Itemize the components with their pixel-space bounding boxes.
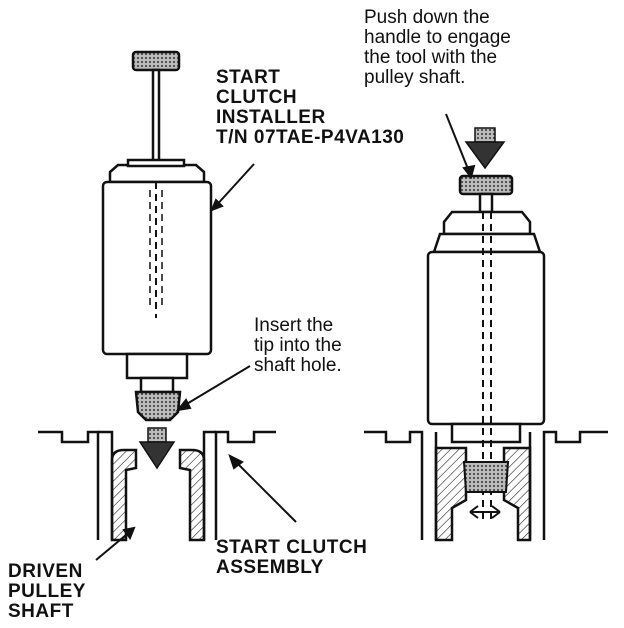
push-instruction-label: Push down the handle to engage the tool …	[364, 7, 511, 88]
tool-name-label: START CLUTCH INSTALLER T/N 07TAE-P4VA130	[216, 67, 405, 148]
leader-clutch-assembly	[231, 457, 297, 523]
right-push-arrow	[464, 127, 506, 170]
left-shaft-wall-right	[178, 448, 206, 542]
leader-driven-shaft	[95, 529, 133, 561]
right-shaft-wall-right	[502, 446, 532, 542]
insert-instruction-label: Insert the tip into the shaft hole.	[254, 315, 342, 376]
right-shaft-wall-left	[434, 446, 468, 542]
right-tool-body	[426, 250, 546, 426]
right-spread-arrow	[469, 505, 501, 519]
left-handle-rod	[151, 68, 161, 167]
left-shaft-wall-left	[110, 448, 138, 542]
start-clutch-assembly-label: START CLUTCH ASSEMBLY	[216, 537, 368, 578]
right-engaged-tip	[462, 461, 510, 493]
left-bottom-collar	[125, 352, 189, 380]
left-insert-arrow	[138, 427, 176, 470]
right-top-nut	[442, 210, 532, 236]
left-knurled-handle	[131, 50, 181, 72]
left-tool-tip	[134, 390, 182, 422]
right-knurled-handle	[458, 174, 514, 196]
leader-insert-tip	[179, 365, 251, 409]
leader-push-handle	[445, 113, 471, 175]
leader-tool-name	[213, 163, 255, 209]
right-installer-tool	[426, 174, 546, 444]
driven-pulley-shaft-label: DRIVEN PULLEY SHAFT	[8, 561, 86, 622]
left-top-nut	[108, 163, 206, 184]
